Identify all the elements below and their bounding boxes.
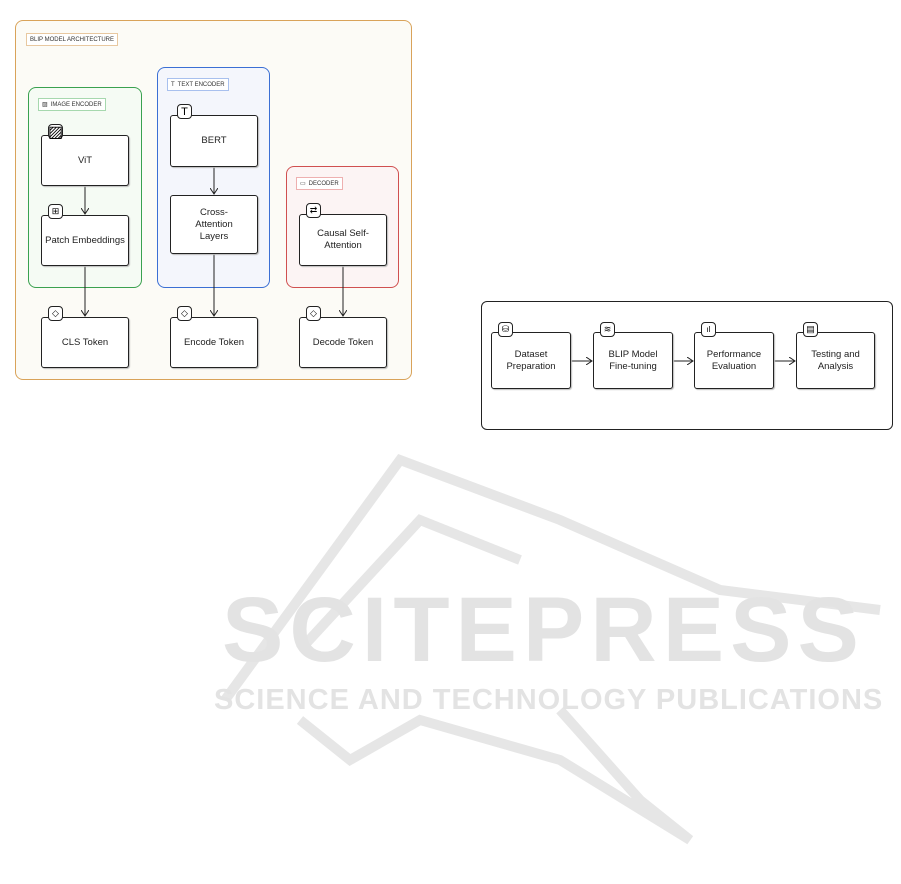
cls-token-node: CLS Token (41, 317, 129, 368)
pipeline-step-evaluation: Performance Evaluation (694, 332, 774, 389)
image-icon: ▨ (42, 101, 48, 108)
encode-token-node: Encode Token (170, 317, 258, 368)
vit-node: ViT (41, 135, 129, 186)
patch-embeddings-node: Patch Embeddings (41, 215, 129, 266)
grid-icon: ⊞ (48, 204, 63, 219)
tag-icon: ◇ (177, 306, 192, 321)
causal-self-attention-node: Causal Self-Attention (299, 214, 387, 266)
pipeline-step-finetuning: BLIP Model Fine-tuning (593, 332, 673, 389)
pipeline-step-dataset: Dataset Preparation (491, 332, 571, 389)
repeat-icon: ⇄ (306, 203, 321, 218)
text-icon: T (171, 81, 175, 88)
pipeline-step-testing: Testing and Analysis (796, 332, 875, 389)
pipeline-diagram (481, 301, 893, 430)
image-icon: ▨ (47, 123, 64, 141)
watermark-title: SCITEPRESS (222, 579, 865, 681)
tag-icon: ◇ (48, 306, 63, 321)
decode-token-node: Decode Token (299, 317, 387, 368)
image-encoder-label: ▨IMAGE ENCODER (38, 98, 106, 111)
layers-icon: ≋ (600, 322, 615, 337)
watermark-subtitle: SCIENCE AND TECHNOLOGY PUBLICATIONS (214, 684, 884, 716)
message-icon: ▭ (300, 180, 306, 187)
text-icon: T (177, 104, 192, 119)
bar-chart-icon: ıl (701, 322, 716, 337)
cross-attention-node: Cross-Attention Layers (170, 195, 258, 254)
document-icon: ▤ (803, 322, 818, 337)
decoder-label: ▭DECODER (296, 177, 343, 190)
database-icon: ⛁ (498, 322, 513, 337)
architecture-title: BLIP MODEL ARCHITECTURE (26, 33, 119, 46)
tag-icon: ◇ (306, 306, 321, 321)
bert-node: BERT (170, 115, 258, 167)
